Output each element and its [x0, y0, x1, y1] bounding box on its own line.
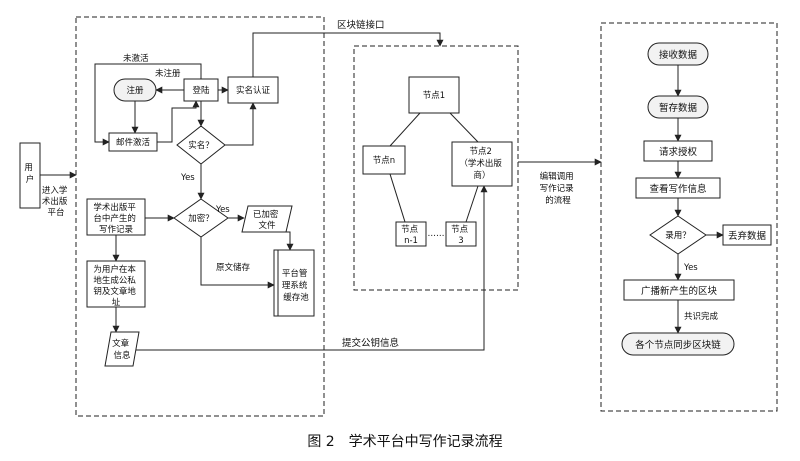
ellipsis-dots: …… [428, 229, 445, 239]
sync-node [621, 332, 735, 356]
entry-label: 进入学 术出版 平台 [42, 185, 70, 218]
accept-decision-label: 录用？ [665, 231, 691, 241]
node1-label: 节点1 [423, 91, 445, 101]
node2-label: 节点2 （学术出版 商） [459, 147, 504, 181]
article-info-label: 文章 信息 [112, 338, 132, 361]
node3-label: 节点 3 [451, 225, 471, 246]
noden1-box [395, 221, 427, 247]
yes-label-2: Yes [215, 205, 230, 215]
temp-store-label: 暂存数据 [659, 102, 698, 114]
discard-label: 丢弃数据 [728, 230, 767, 242]
key-generation-label: 为用户在本 地生成公私 钥及文章地 址 [93, 264, 138, 308]
node3-box [445, 221, 477, 247]
sync-label: 各个节点同步区块链 [635, 339, 721, 351]
noden-box [362, 145, 406, 175]
consensus-label: 共识完成 [684, 311, 719, 322]
node2-box [451, 141, 513, 187]
figure-caption: 图 2 学术平台中写作记录流程 [307, 434, 502, 450]
yes-label-3: Yes [683, 263, 698, 273]
original-storage-label: 原文储存 [216, 262, 251, 273]
real-name-auth-label: 实名认证 [236, 85, 271, 96]
broadcast-label: 广播新产生的区块 [641, 285, 718, 297]
real-name-decision-label: 实名？ [188, 140, 214, 151]
register-label: 注册 [126, 85, 144, 96]
login-label: 登陆 [192, 85, 210, 96]
receive-label: 接收数据 [659, 49, 698, 61]
buffer-pool-label: 平台管 理系统 缓存池 [282, 268, 310, 303]
blockchain-interface-label: 区块链接口 [337, 19, 385, 31]
user-label: 用 户 [24, 163, 35, 185]
yes-label-1: Yes [180, 173, 195, 183]
request-auth-label: 请求授权 [659, 146, 698, 158]
not-activated-label: 未激活 [123, 53, 149, 64]
buffer-pool-node [273, 249, 315, 317]
key-generation-node [86, 260, 146, 308]
view-record-label: 查看写作信息 [649, 183, 706, 195]
broadcast-node [623, 279, 735, 301]
blockchain-frame [353, 45, 519, 291]
discard-node [722, 224, 772, 246]
submit-key-label: 提交公钥信息 [342, 337, 399, 349]
noden1-label: 节点 n-1 [401, 225, 421, 246]
writing-record-node [86, 198, 146, 236]
real-name-auth-node [227, 76, 279, 104]
platform-frame [75, 16, 325, 417]
not-registered-label: 未注册 [155, 68, 181, 79]
writing-record-label: 学术出版平 台中产生的 写作记录 [93, 202, 138, 235]
article-info-node [104, 331, 140, 367]
encrypted-file-label: 已加密 文件 [253, 209, 281, 231]
noden-label: 节点n [373, 156, 395, 166]
encrypt-decision-label: 加密？ [188, 213, 214, 224]
edit-flow-label: 编辑调用 写作记录 的流程 [540, 171, 577, 206]
email-activation-label: 邮件激活 [116, 137, 151, 148]
node-frame [600, 22, 778, 412]
node1-box [408, 76, 460, 114]
